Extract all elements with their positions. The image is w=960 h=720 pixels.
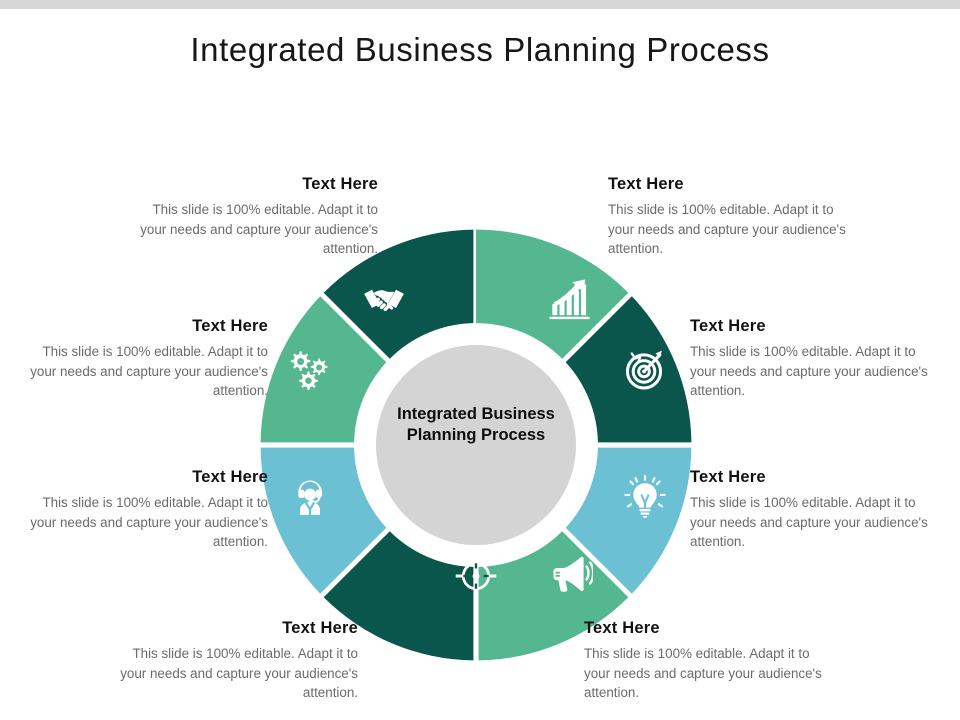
callout-left-upper[interactable]: Text Here This slide is 100% editable. A… (22, 316, 268, 401)
callout-right-lower[interactable]: Text Here This slide is 100% editable. A… (690, 467, 936, 552)
wheel-segments (260, 229, 692, 661)
callout-right-upper[interactable]: Text Here This slide is 100% editable. A… (690, 316, 936, 401)
callout-body: This slide is 100% editable. Adapt it to… (120, 646, 358, 700)
callout-body: This slide is 100% editable. Adapt it to… (584, 646, 822, 700)
segment-top-right[interactable] (476, 229, 629, 359)
callout-top-left[interactable]: Text Here This slide is 100% editable. A… (132, 174, 378, 259)
callout-heading: Text Here (584, 619, 660, 637)
segment-bottom-left[interactable] (323, 531, 474, 661)
callout-bottom-right[interactable]: Text Here This slide is 100% editable. A… (584, 618, 830, 703)
callout-left-lower[interactable]: Text Here This slide is 100% editable. A… (22, 467, 268, 552)
callout-heading: Text Here (690, 468, 766, 486)
callout-bottom-left[interactable]: Text Here This slide is 100% editable. A… (112, 618, 358, 703)
process-wheel-diagram (258, 227, 694, 663)
callout-body: This slide is 100% editable. Adapt it to… (690, 495, 928, 549)
callout-body: This slide is 100% editable. Adapt it to… (690, 344, 928, 398)
wheel-svg (260, 229, 692, 661)
hub-circle (376, 345, 576, 545)
callout-top-right[interactable]: Text Here This slide is 100% editable. A… (608, 174, 854, 259)
callout-heading: Text Here (690, 317, 766, 335)
segment-left-lower[interactable] (260, 447, 387, 594)
callout-body: This slide is 100% editable. Adapt it to… (140, 202, 378, 256)
top-accent-bar (0, 0, 960, 9)
callout-heading: Text Here (302, 175, 378, 193)
callout-body: This slide is 100% editable. Adapt it to… (30, 495, 268, 549)
callout-heading: Text Here (192, 468, 268, 486)
callout-heading: Text Here (282, 619, 358, 637)
callout-body: This slide is 100% editable. Adapt it to… (608, 202, 846, 256)
slide-canvas: Integrated Business Planning Process (0, 9, 960, 720)
segment-right-lower[interactable] (565, 447, 692, 594)
page-title: Integrated Business Planning Process (190, 31, 770, 68)
callout-heading: Text Here (608, 175, 684, 193)
callout-body: This slide is 100% editable. Adapt it to… (30, 344, 268, 398)
callout-heading: Text Here (192, 317, 268, 335)
